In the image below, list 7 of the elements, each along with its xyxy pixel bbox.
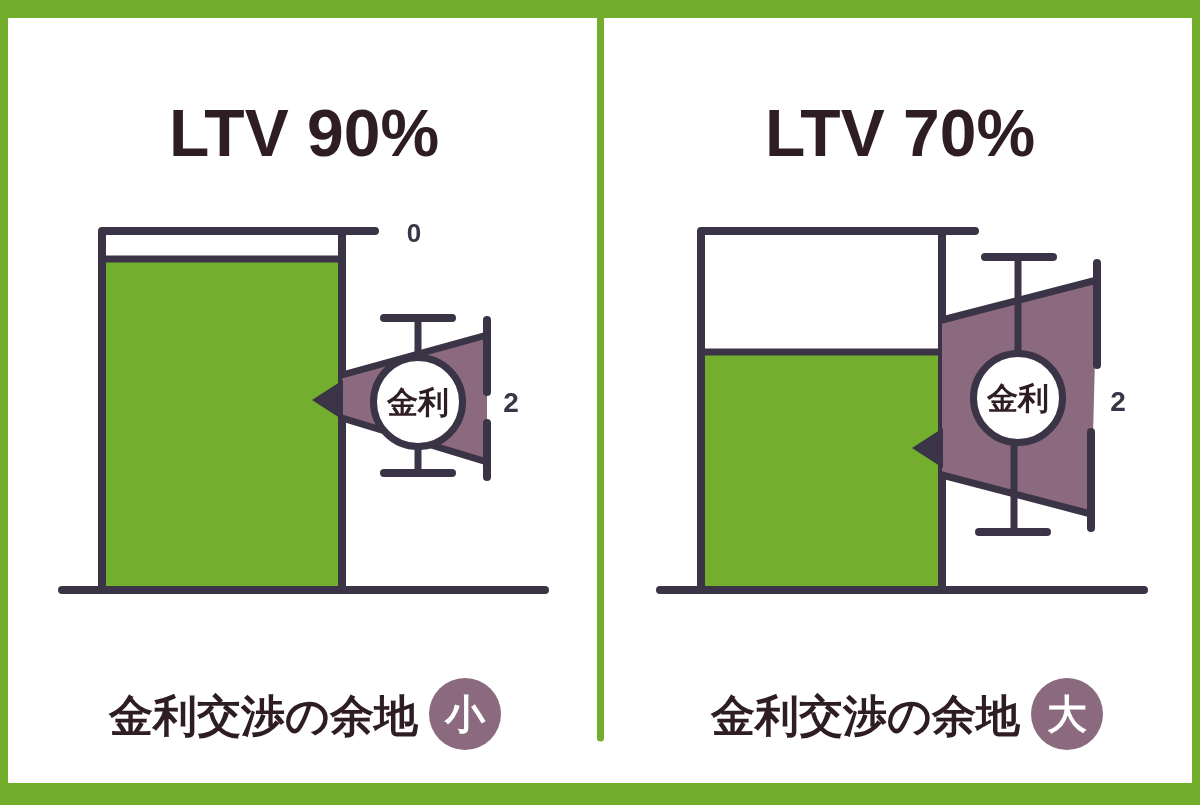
scale-number: 2 (503, 389, 519, 417)
ltv-heading: LTV 70% (764, 100, 1036, 166)
scale-number: 0 (406, 220, 422, 246)
size-badge: 大 (1031, 678, 1103, 750)
ltv-heading: LTV 90% (168, 100, 440, 166)
scale-number: 2 (1110, 388, 1126, 416)
size-badge: 小 (429, 678, 501, 750)
